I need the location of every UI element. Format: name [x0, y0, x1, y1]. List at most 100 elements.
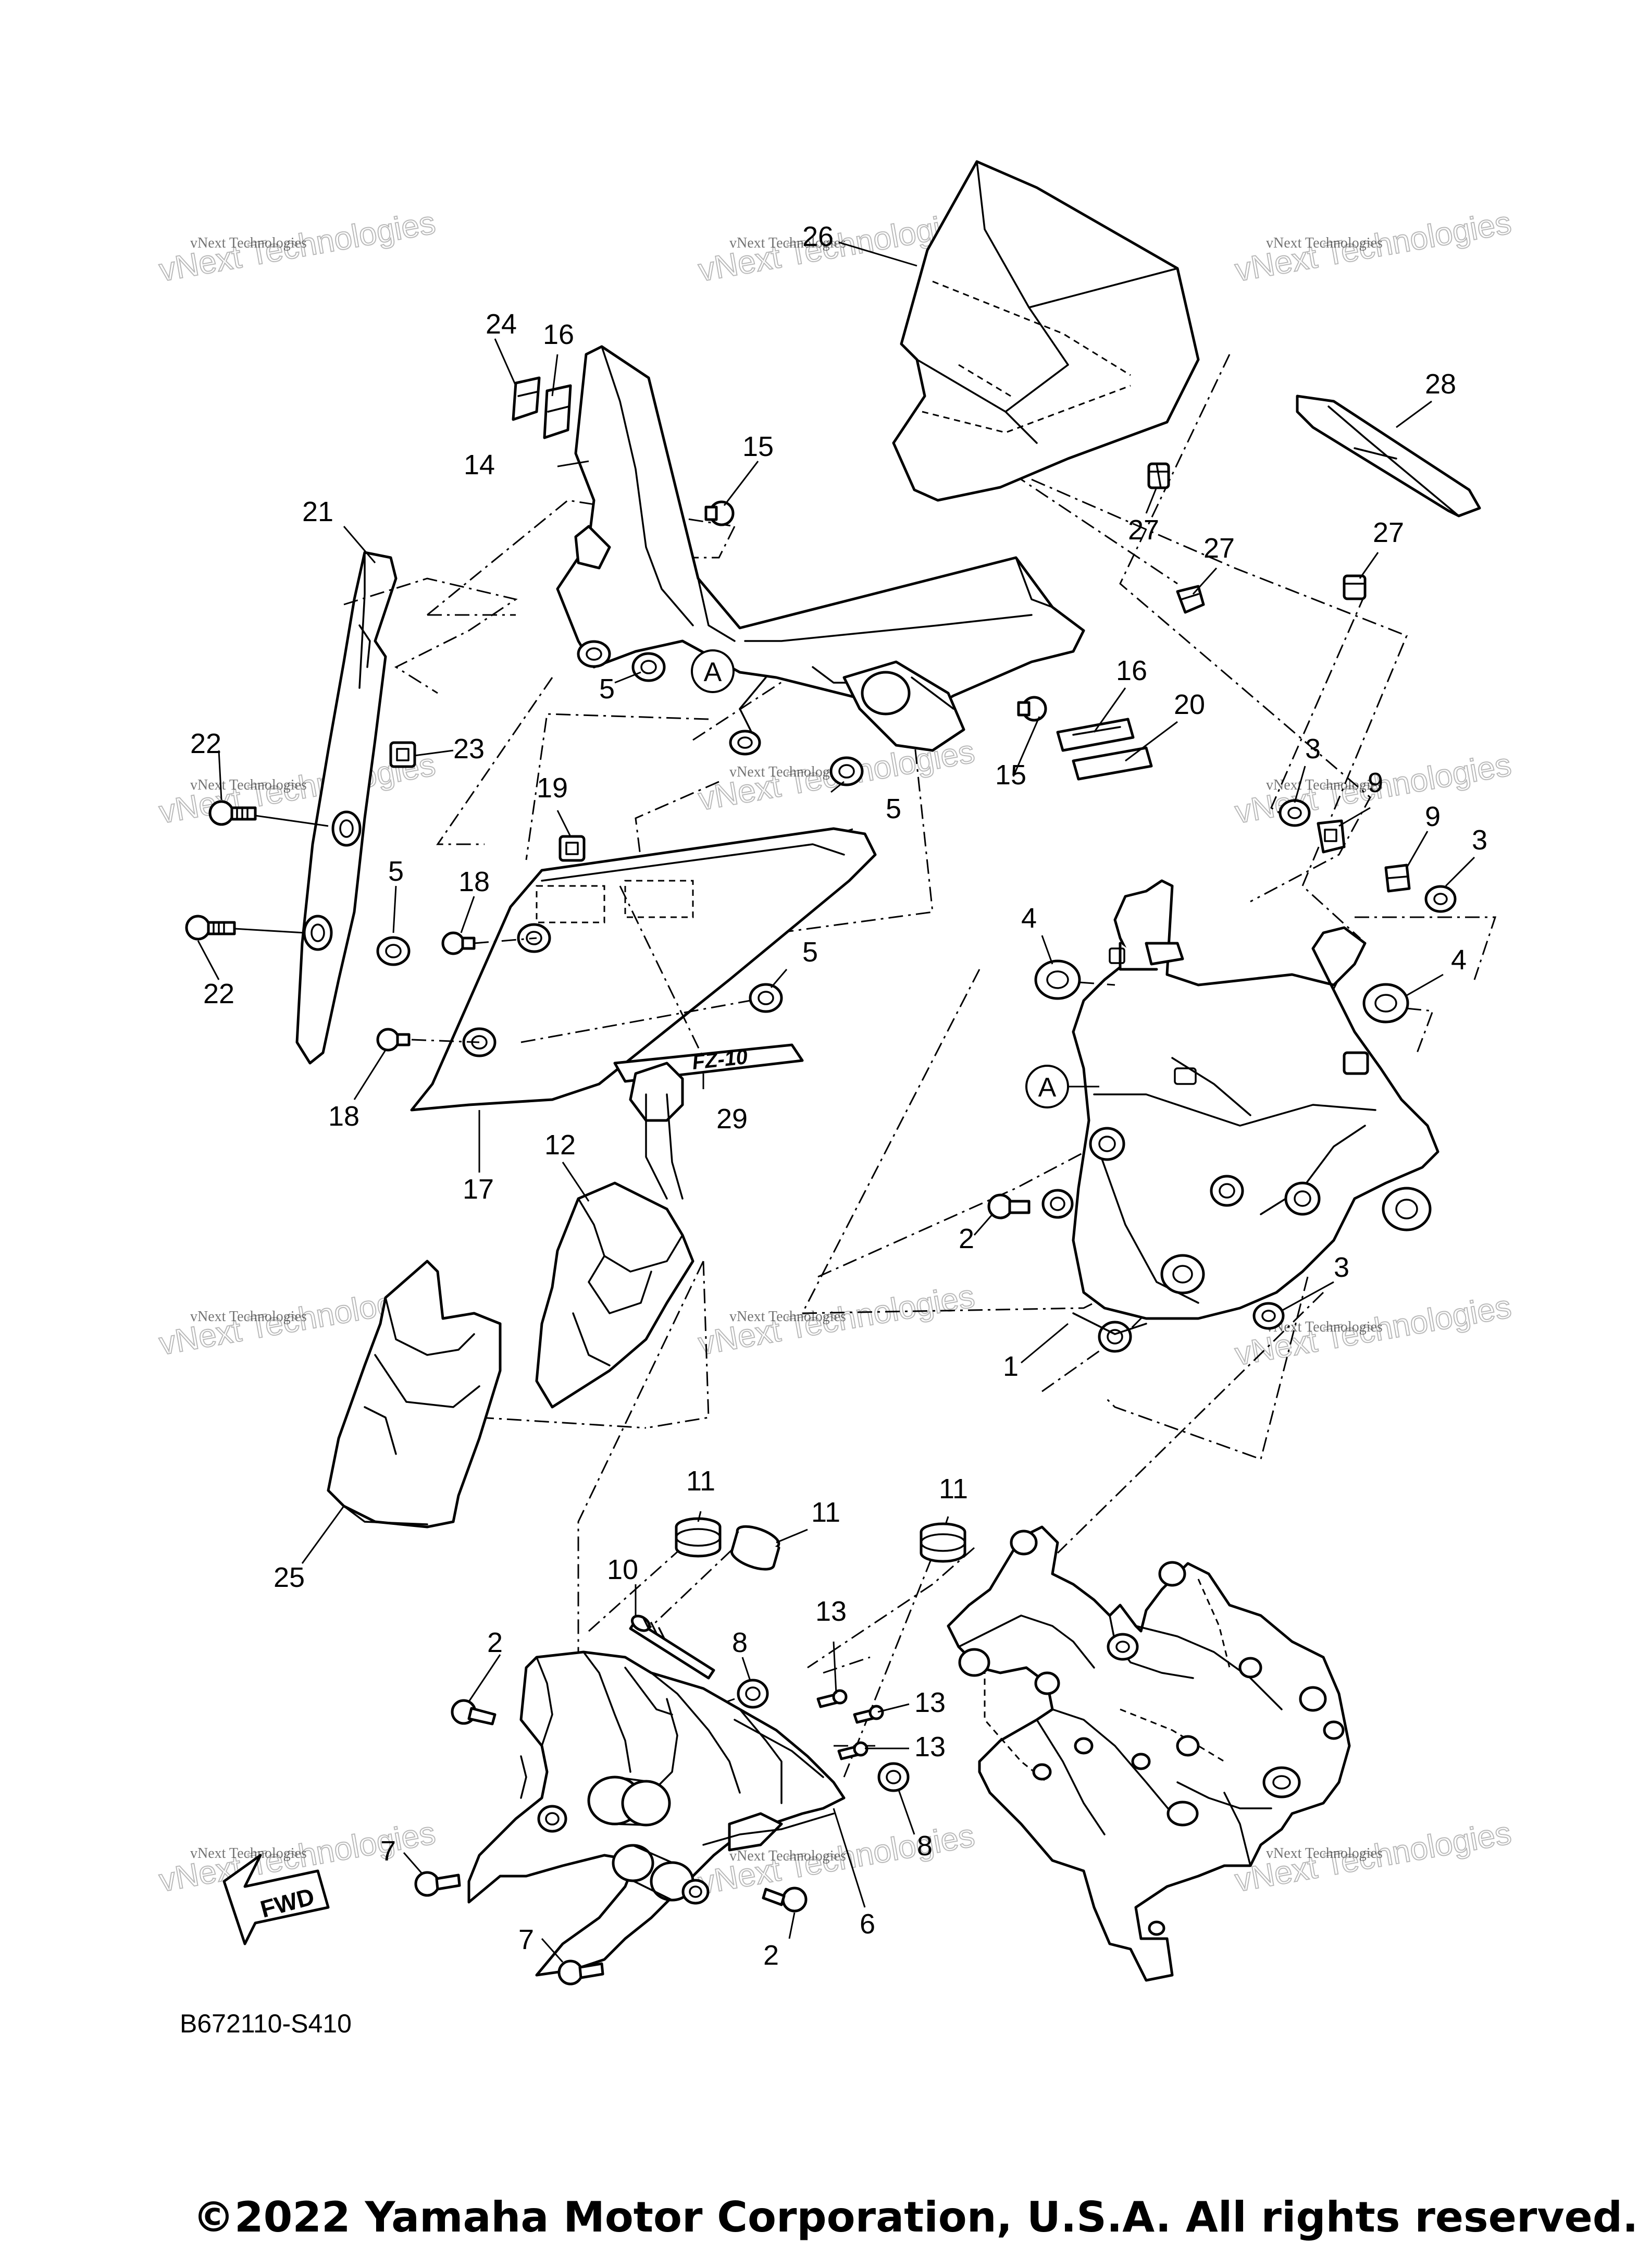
part-number: 27 [1128, 514, 1159, 546]
nut-19 [559, 835, 586, 862]
part-number-labels: 26 28 27 27 27 24 16 14 15 21 5 23 22 22… [190, 221, 1487, 1971]
part-number: 14 [464, 449, 495, 480]
part-number: 3 [1334, 1252, 1349, 1283]
nut-9 [1384, 864, 1411, 893]
rubber-11 [920, 1522, 966, 1563]
svg-text:vNext Technologies: vNext Technologies [1232, 205, 1513, 289]
part-number: 5 [886, 793, 901, 824]
part-number: 2 [959, 1223, 974, 1254]
collar-8 [877, 1762, 910, 1792]
headlight-12 [535, 1062, 694, 1409]
part-number: 27 [1373, 517, 1404, 548]
bolt-22 [208, 800, 329, 827]
part-number: 3 [1472, 824, 1487, 856]
screw-15 [704, 500, 735, 526]
rubber-11 [675, 1517, 722, 1558]
bolt-2 [451, 1699, 497, 1725]
collar-3 [1424, 885, 1457, 913]
main-cowl-14 [556, 345, 1085, 756]
leader-lines [197, 241, 1475, 1963]
rubber-4 [1034, 959, 1115, 1000]
nut-23 [389, 741, 416, 768]
part-number: 1 [1003, 1351, 1019, 1382]
part-number: 13 [914, 1731, 946, 1762]
svg-text:vNext Technologies: vNext Technologies [156, 205, 438, 289]
screw-13 [816, 1689, 848, 1708]
part-number: 28 [1425, 368, 1456, 400]
part-number: 6 [860, 1908, 875, 1940]
damper-20 [1072, 746, 1153, 781]
watermark: vNext Technologies vNext Technologies [156, 204, 438, 289]
part-number: 15 [995, 759, 1026, 791]
svg-text:vNext Technologies: vNext Technologies [1266, 235, 1383, 251]
part-number: 9 [1425, 801, 1441, 832]
part-number: 7 [518, 1924, 534, 1955]
part-number: 9 [1368, 767, 1383, 798]
part-number: 22 [190, 728, 221, 759]
part-number: 29 [716, 1103, 748, 1135]
part-number: 13 [914, 1687, 946, 1718]
bracket-1 [1041, 879, 1440, 1353]
grommet-5 [829, 756, 864, 786]
part-number: 5 [802, 936, 818, 968]
part-number: 18 [458, 866, 490, 897]
diagram-code: B672110-S410 [180, 2009, 352, 2038]
part-number: 16 [1116, 655, 1147, 686]
screw-15 [1017, 696, 1047, 722]
part-number: 26 [802, 221, 834, 252]
grommet-5 [376, 936, 411, 966]
copyright-notice: ©2022 Yamaha Motor Corporation, U.S.A. A… [193, 2193, 1638, 2241]
part-number: 11 [939, 1473, 968, 1505]
watermark: vNext Technologies vNext Technologies [695, 1278, 977, 1363]
screw-13 [853, 1705, 884, 1724]
part-number: 19 [537, 772, 568, 804]
svg-text:vNext Technologies: vNext Technologies [1232, 1289, 1513, 1373]
callout-a: A [1025, 1065, 1099, 1108]
windscreen-26 [892, 160, 1200, 502]
part-number: 12 [544, 1129, 576, 1161]
part-number: 24 [486, 309, 517, 340]
screw-18 [441, 931, 476, 955]
svg-text:vNext Technologies: vNext Technologies [190, 1845, 307, 1862]
rubber-11 [730, 1525, 780, 1571]
svg-text:vNext Technologies: vNext Technologies [1266, 1845, 1383, 1862]
lower-bracket-6 [467, 1650, 846, 1977]
part-number: 16 [543, 319, 574, 350]
parts-diagram: vNext Technologies vNext Technologies vN… [156, 160, 1515, 2038]
part-number: 13 [815, 1596, 847, 1627]
part-number: 3 [1305, 733, 1321, 765]
bolt-2 [987, 1193, 1031, 1219]
svg-text:FZ-10: FZ-10 [691, 1045, 749, 1074]
svg-text:A: A [704, 657, 722, 687]
part-number: 11 [686, 1465, 715, 1497]
rubber-4 [1362, 983, 1434, 1053]
visor-strip-28 [1296, 395, 1481, 517]
frame-bracket [947, 1525, 1351, 1982]
svg-text:vNext Technologies: vNext Technologies [1266, 1319, 1383, 1335]
clip-nut-27 [1176, 585, 1205, 614]
svg-text:vNext Technologies: vNext Technologies [729, 235, 846, 251]
front-fender-25 [327, 1260, 502, 1529]
watermark: vNext Technologies vNext Technologies [1232, 1288, 1514, 1373]
watermark: vNext Technologies vNext Technologies [1232, 204, 1514, 289]
damper-24 [512, 376, 541, 421]
collar-3 [1279, 799, 1311, 827]
svg-text:vNext Technologies: vNext Technologies [190, 235, 307, 251]
part-number: 10 [607, 1554, 638, 1585]
svg-text:vNext Technologies: vNext Technologies [729, 1309, 846, 1325]
part-number: 5 [388, 856, 404, 887]
part-number: 25 [274, 1562, 305, 1593]
part-number: 22 [203, 978, 234, 1009]
svg-text:vNext Technologies: vNext Technologies [190, 1309, 307, 1325]
svg-text:vNext Technologies: vNext Technologies [696, 1278, 977, 1362]
bolt-2 [762, 1887, 808, 1913]
part-number: 8 [917, 1830, 933, 1862]
part-number: 4 [1451, 944, 1467, 976]
part-number: 5 [599, 673, 615, 705]
damper-16 [1056, 718, 1135, 752]
collar-8 [737, 1679, 769, 1709]
clip-nut-27 [1343, 574, 1367, 600]
part-number: 7 [380, 1835, 396, 1867]
callout-a: A [691, 649, 735, 693]
bolt-7 [414, 1871, 461, 1897]
